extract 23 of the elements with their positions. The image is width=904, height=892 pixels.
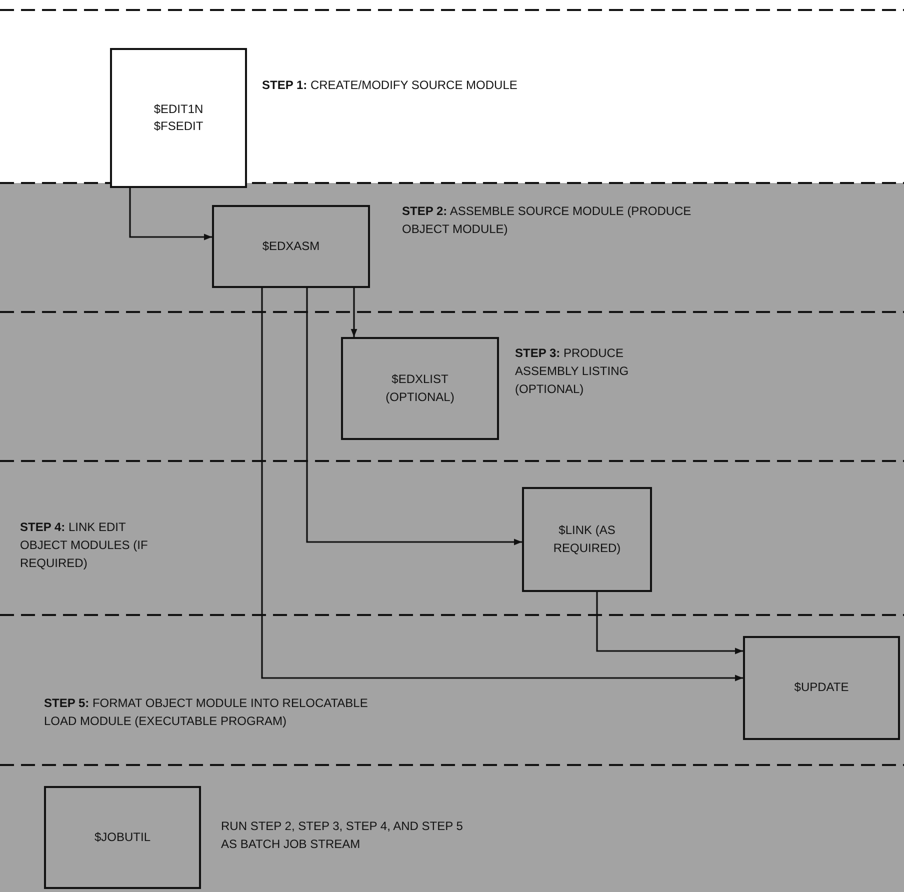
arrow [596,592,743,654]
step-description: STEP 1: CREATE/MODIFY SOURCE MODULE [262,77,518,94]
program-box [341,337,499,440]
arrow [306,288,522,546]
step-description: STEP 2: ASSEMBLE SOURCE MODULE (PRODUCE OBJECT MODULE) [402,203,692,238]
step-description: STEP 4: LINK EDIT OBJECT MODULES (IF REQUIRED) [20,519,149,572]
arrow [261,288,743,682]
program-name: $EDXLIST (OPTIONAL) [384,371,456,406]
arrow [350,288,358,337]
program-box [212,205,370,288]
program-name: $UPDATE [793,679,850,696]
program-box [522,487,652,592]
program-name: $JOBUTIL [93,828,152,846]
program-box [743,636,900,740]
step-description: STEP 3: PRODUCE ASSEMBLY LISTING (OPTIONAL) [515,345,630,398]
step-description: RUN STEP 2, STEP 3, STEP 4, AND STEP 5 AS BATCH JOB STREAM [221,818,464,853]
step-description: STEP 5: FORMAT OBJECT MODULE INTO RELOCATABLE LOAD MODULE (EXECUTABLE PROGRAM) [44,695,369,730]
program-name: $LINK (AS REQUIRED) [552,522,622,556]
arrow [129,188,212,240]
program-name: $EDXASM [261,238,321,255]
program-box [44,786,201,889]
program-box [110,48,247,188]
program-name: $EDIT1N $FSEDIT [152,100,204,135]
